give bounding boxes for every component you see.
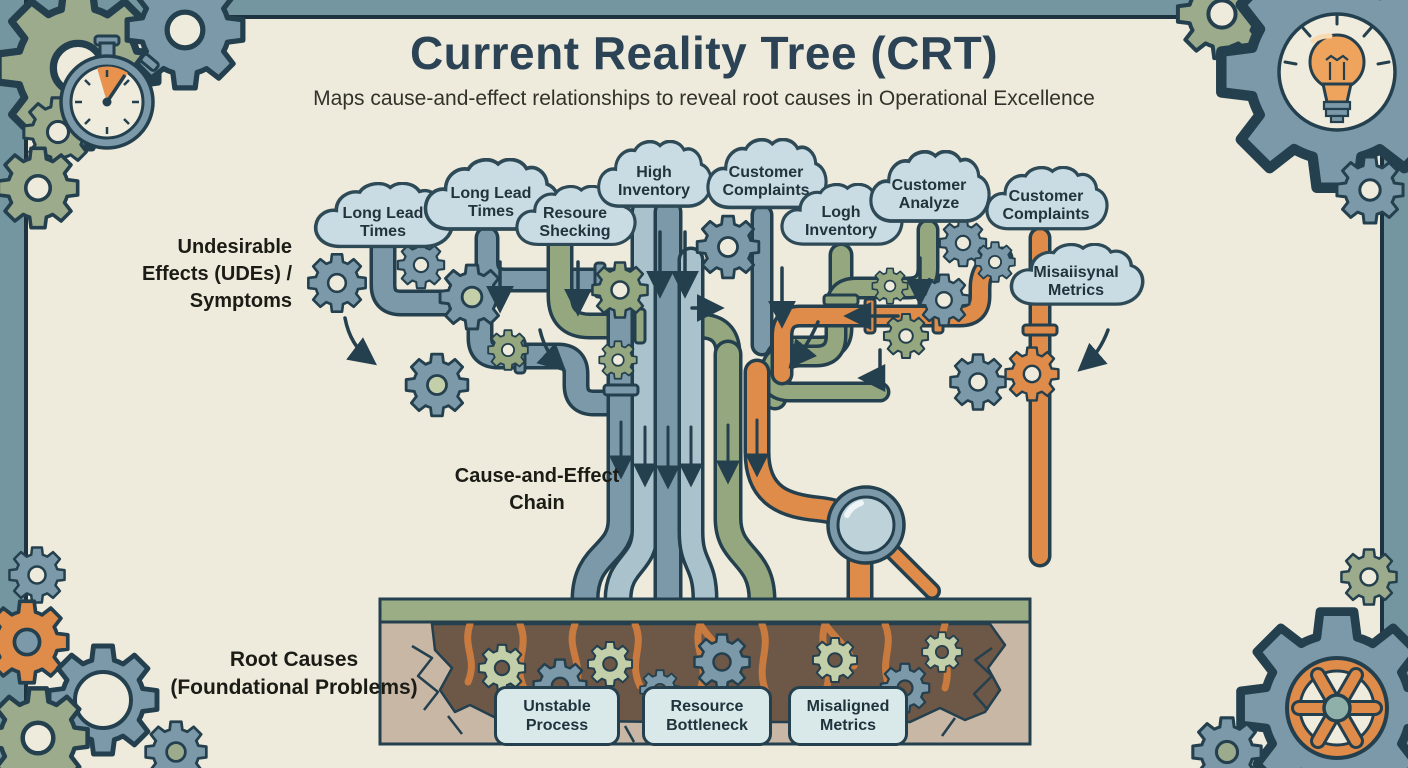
root-cause-unstable-process: Unstable Process (494, 686, 620, 746)
corner-gears-top-left (0, 0, 243, 230)
chain-section-label: Cause-and-Effect Chain (454, 465, 620, 514)
flow-arrows (343, 230, 1110, 490)
root-cause-misaligned-metrics: Misaligned Metrics (788, 686, 908, 746)
cloud-shape (985, 166, 1109, 231)
cloud-label: Customer Complaints (722, 163, 810, 199)
cloud-label: Logh Inventory (804, 203, 877, 239)
roots-section-label: Root Causes (Foundational Problems) (170, 648, 418, 700)
wheel-icon (1285, 656, 1389, 760)
page-title: Current Reality Tree (CRT) (409, 27, 999, 79)
cloud-misaligned-metrics: Misaiisynal Metrics (1006, 243, 1146, 317)
lightbulb-icon (1277, 12, 1397, 132)
corner-gears-bottom-right (1191, 548, 1408, 768)
root-cause-resource-bottleneck: Resource Bottleneck (642, 686, 772, 746)
cloud-label: Customer Analyze (891, 176, 967, 212)
cloud-label: Long Lead Times (342, 204, 424, 240)
cloud-label: Long Lead Times (450, 184, 532, 220)
stopwatch-icon (59, 34, 160, 150)
cloud-label: Customer Complaints (1002, 187, 1090, 223)
cloud-shape (1009, 243, 1145, 306)
cloud-high-inventory: High Inventory (594, 140, 714, 220)
cloud-shape (706, 138, 828, 210)
cloud-customer-analyze: Customer Analyze (866, 150, 992, 236)
cloud-customer-complaints-2: Customer Complaints (982, 166, 1110, 242)
magnifier-icon (826, 485, 941, 600)
frame-band-top (0, 0, 1408, 19)
page-subtitle: Maps cause-and-effect relationships to r… (313, 87, 1095, 110)
cloud-customer-complaints-1: Customer Complaints (703, 138, 829, 222)
cloud-label: Misaiisynal Metrics (1033, 263, 1119, 299)
cloud-shape (869, 150, 991, 223)
corner-gears-bottom-left (0, 546, 208, 768)
cloud-label: High Inventory (617, 163, 690, 199)
cloud-label: Resoure Shecking (539, 204, 611, 240)
udes-section-label: Undesirable Effects (UDEs) / Symptoms (141, 236, 292, 312)
corner-gears-top-right (1178, 0, 1408, 225)
